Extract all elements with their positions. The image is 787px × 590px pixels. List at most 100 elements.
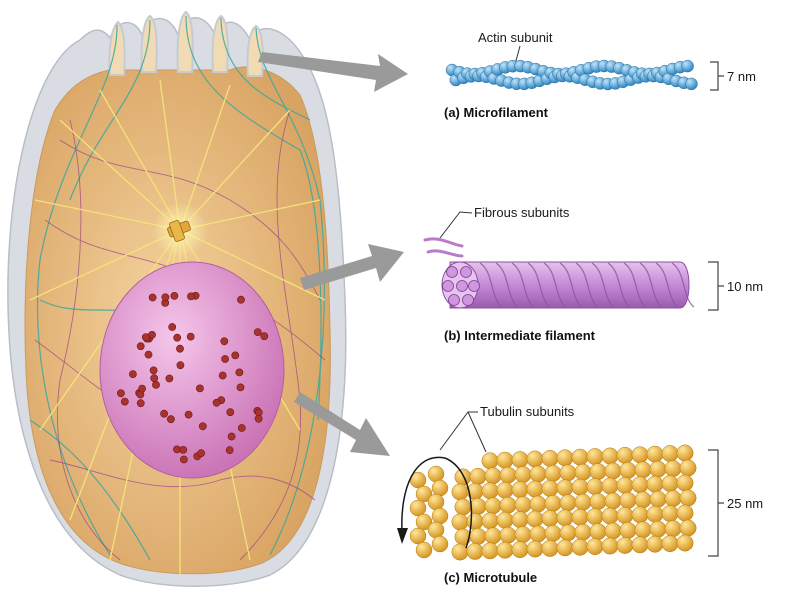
microtubule-caption: (c) Microtubule [444, 570, 537, 585]
nuclear-pore [219, 372, 226, 379]
tubulin-subunit [500, 527, 516, 543]
nuclear-pore [150, 367, 157, 374]
fiber-strand [469, 281, 480, 292]
nuclear-pore [227, 409, 234, 416]
tubulin-subunit [428, 466, 444, 482]
tubulin-subunit [650, 521, 666, 537]
tubulin-subunit [632, 447, 648, 463]
tubulin-subunit [587, 478, 603, 494]
tubulin-subunit [605, 463, 621, 479]
tubulin-subunit [677, 445, 693, 461]
tubulin-subunit [665, 490, 681, 506]
tubulin-subunit [432, 536, 448, 552]
tubulin-subunit [545, 465, 561, 481]
actin-subunit [685, 78, 697, 90]
tubulin-subunit [452, 484, 468, 500]
nuclear-pore [149, 294, 156, 301]
nuclear-pore [185, 411, 192, 418]
nuclear-pore [162, 294, 169, 301]
tubulin-subunit [650, 491, 666, 507]
tubulin-subunit [515, 496, 531, 512]
nuclear-pore [171, 292, 178, 299]
nuclear-pore [166, 375, 173, 382]
nuclear-pore [169, 323, 176, 330]
tubulin-subunit [632, 507, 648, 523]
tubulin-subunit [620, 522, 636, 538]
nuclear-pore [221, 338, 228, 345]
tubulin-subunit [485, 498, 501, 514]
actin-filament [446, 60, 697, 90]
tubulin-subunit [530, 526, 546, 542]
nuclear-pore [237, 384, 244, 391]
nuclear-pore [254, 329, 261, 336]
nuclear-pore [228, 433, 235, 440]
nuclear-pore [137, 343, 144, 350]
tubulin-subunit [575, 494, 591, 510]
intermediate-filament-panel: Fibrous subunits 10 nm (b) Intermediate … [425, 205, 763, 343]
tubulin-subunit [665, 520, 681, 536]
tubulin-subunit [500, 497, 516, 513]
nuclear-pore [196, 385, 203, 392]
intermediate-size-bracket [708, 262, 724, 310]
tubulin-subunit [515, 526, 531, 542]
tubulin-subunit [470, 498, 486, 514]
tubulin-subunit [575, 464, 591, 480]
nuclear-pore [238, 424, 245, 431]
nuclear-pore [236, 369, 243, 376]
tubulin-subunit [545, 525, 561, 541]
tubulin-subunit [587, 448, 603, 464]
tubulin-subunit [617, 447, 633, 463]
tubulin-subunit [590, 493, 606, 509]
microfilament-size-label: 7 nm [727, 69, 756, 84]
tubulin-subunit [512, 511, 528, 527]
nuclear-pore [174, 334, 181, 341]
fiber-strand [447, 267, 458, 278]
tubulin-subunit [602, 538, 618, 554]
microtubule-panel: Tubulin subunits 25 nm (c) Microtubule [397, 404, 763, 585]
tubulin-subunit [620, 462, 636, 478]
tubulin-subunit [530, 496, 546, 512]
fiber-strand [443, 281, 454, 292]
tubulin-subunit [587, 538, 603, 554]
tubulin-subunit [485, 468, 501, 484]
protofilament-arrowhead [397, 528, 408, 544]
tubulin-subunit [635, 522, 651, 538]
tubulin-subunit [527, 451, 543, 467]
tubulin-subunit [680, 460, 696, 476]
tubulin-subunit [542, 510, 558, 526]
fibrous-subunit-ends [425, 239, 462, 256]
tubulin-subunit [635, 462, 651, 478]
tubulin-subunit [647, 506, 663, 522]
tubulin-subunit [605, 523, 621, 539]
tubulin-subunit [467, 513, 483, 529]
tubulin-subunit [410, 528, 426, 544]
tubulin-subunit [512, 481, 528, 497]
nuclear-pore [226, 447, 233, 454]
tubulin-subunit [572, 479, 588, 495]
tubulin-subunit [497, 482, 513, 498]
nuclear-pore [176, 345, 183, 352]
tubulin-subunit [617, 507, 633, 523]
tubulin-subunit [557, 450, 573, 466]
tubulin-subunit [680, 520, 696, 536]
tubulin-subunit [515, 466, 531, 482]
tubulin-subunit [452, 544, 468, 560]
nuclear-pore [199, 423, 206, 430]
tubulin-subunit [482, 453, 498, 469]
tubulin-subunit [560, 495, 576, 511]
tubulin-subunit [602, 508, 618, 524]
tubulin-subunit [416, 542, 432, 558]
tubulin-subunit [542, 540, 558, 556]
actin-subunit [682, 60, 694, 72]
nuclear-pore [222, 355, 229, 362]
tubulin-subunit [662, 475, 678, 491]
tubulin-subunit [680, 490, 696, 506]
nuclear-pore [180, 456, 187, 463]
tubulin-subunit [482, 543, 498, 559]
nuclear-pore [177, 362, 184, 369]
nuclear-pore [187, 293, 194, 300]
microtubule-size-bracket [708, 450, 724, 556]
fibrous-subunits-leader [440, 212, 472, 238]
tubulin-subunit [482, 513, 498, 529]
